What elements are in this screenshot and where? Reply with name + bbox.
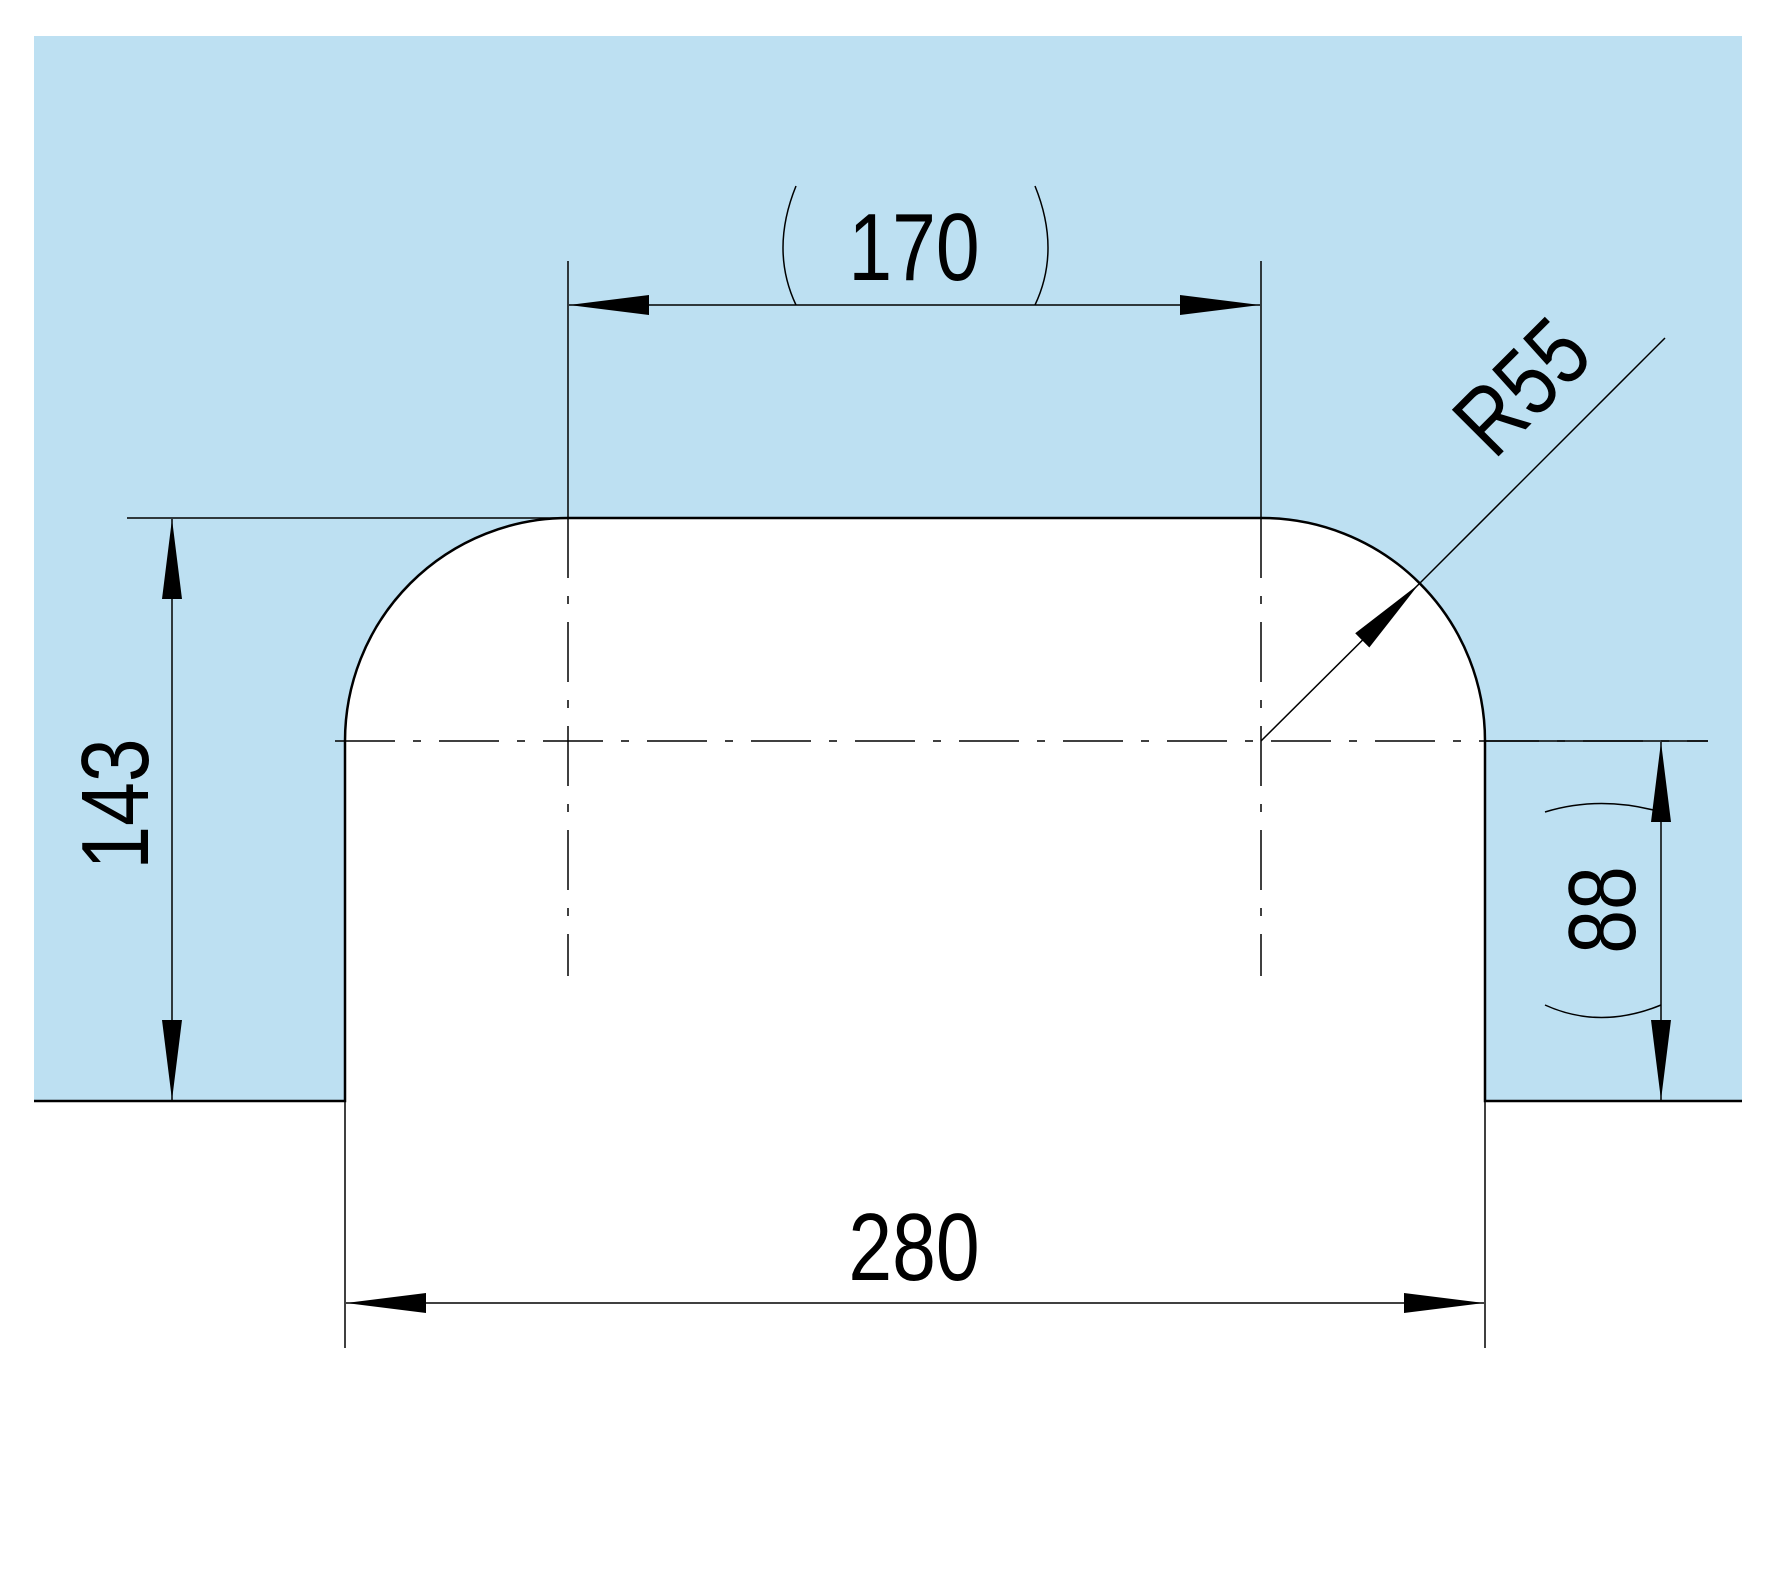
dimension-170-label: 170 <box>848 194 979 301</box>
dimension-88 <box>1485 740 1708 1100</box>
dimension-170 <box>567 185 1262 518</box>
dimension-143-label: 143 <box>62 738 169 869</box>
cutout-outline <box>34 516 1742 1103</box>
dimension-280 <box>344 1101 1486 1348</box>
dimension-r55 <box>1260 337 1666 742</box>
dimension-280-label: 280 <box>848 1194 979 1301</box>
dimension-143 <box>127 517 568 1100</box>
glass-panel <box>34 36 1742 1101</box>
dimension-88-label: 88 <box>1549 866 1656 954</box>
center-lines <box>335 518 1708 976</box>
